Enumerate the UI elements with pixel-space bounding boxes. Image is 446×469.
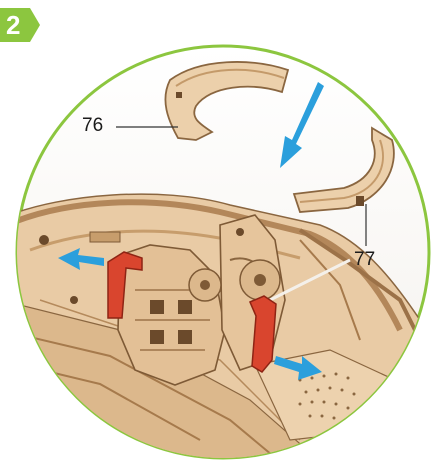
- step-badge: 2: [0, 8, 40, 42]
- step-number: 2: [6, 12, 20, 38]
- red-clip-right: [250, 296, 276, 372]
- part-label-76: 76: [82, 116, 103, 136]
- part-label-77: 77: [354, 250, 375, 270]
